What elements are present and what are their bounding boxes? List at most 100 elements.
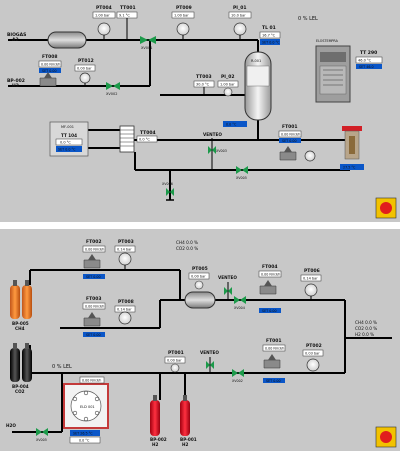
pt012-value-box: [74, 64, 96, 72]
xv001-bottom-valve-icon[interactable]: [206, 361, 210, 369]
pump-value-box: [79, 376, 105, 384]
oven-title: MF-001: [61, 125, 74, 129]
pt006-gauge-icon[interactable]: [304, 283, 318, 297]
biogas-tank: [47, 31, 87, 49]
xv003-valve-icon[interactable]: [208, 146, 212, 154]
xv006-valve-icon[interactable]: [166, 188, 170, 196]
xv002-label: XV002: [106, 92, 117, 96]
pi01-gauge-icon[interactable]: [233, 22, 247, 36]
pt002-tag: PT002: [306, 343, 322, 349]
ft001-bottom-tag: FT001: [266, 338, 282, 344]
ft002-flowmeter-icon[interactable]: [83, 259, 101, 269]
xv005-bottom-valve-icon[interactable]: [36, 428, 42, 436]
oven-tag: TT 104: [61, 133, 77, 138]
tt290-setpoint-box[interactable]: [356, 64, 382, 69]
tl01-setpoint-box[interactable]: [260, 39, 280, 45]
temperature-cabinet[interactable]: ELOSTEMPRA: [315, 39, 351, 103]
ft004-setpoint-box[interactable]: [259, 308, 281, 313]
pt012-gauge-icon[interactable]: [79, 72, 91, 84]
tt004-value: 0.0 °C: [139, 138, 150, 142]
co2-cylinders[interactable]: [10, 343, 32, 382]
pt003-tag: PT003: [118, 239, 134, 245]
ft004-setpoint: SET 0.00: [262, 309, 277, 313]
pt002-gauge-icon[interactable]: [306, 358, 320, 372]
mix-readout-left: CH4 0.0 % CO2 0.0 %: [176, 240, 198, 251]
boiler-setpoint-box[interactable]: [70, 430, 100, 436]
ft001-top-flowmeter-icon[interactable]: [279, 151, 297, 161]
xv001-valve-icon[interactable]: [140, 36, 148, 44]
pt009-value: 1.00 bar: [174, 14, 189, 18]
tl01-setpoint: SET 0.0 °C: [262, 41, 280, 45]
tl01-value-box: [259, 31, 281, 39]
heater-icon[interactable]: [342, 126, 362, 160]
ft008-value: 0.00 Nm3/h: [41, 63, 60, 67]
xv003-bottom-valve-icon[interactable]: [224, 287, 228, 295]
xv002-bottom-valve-icon[interactable]: [232, 369, 238, 377]
xv004-valve-icon[interactable]: [234, 296, 240, 304]
heat-exchanger-icon[interactable]: [119, 125, 135, 153]
ft002-setpoint-box[interactable]: [83, 274, 105, 279]
ch4-cylinders[interactable]: [10, 280, 32, 319]
bottom-pipes: [12, 269, 392, 433]
ft003-flowmeter-icon[interactable]: [83, 317, 101, 327]
xv005-valve-icon[interactable]: [236, 166, 242, 174]
oven-block[interactable]: MF-001 TT 104 0.0 °C SET 0.0 °C: [49, 121, 89, 157]
pi01-value-box: [228, 11, 252, 19]
ft003-setpoint-box[interactable]: [83, 332, 105, 337]
pt009-value-box: [171, 11, 195, 19]
boiler-setpoint: SET 26.5 °C: [73, 432, 93, 436]
bottom-lel-readout: 0 % LEL: [52, 364, 72, 370]
tl01-value: 16.7 °C: [262, 34, 276, 38]
top-emergency-stop-button[interactable]: [375, 197, 397, 219]
tt003-tag: TT003: [196, 74, 212, 80]
pi02-value: 1.00 bar: [220, 83, 235, 87]
steam-generator[interactable]: ELD 001: [63, 383, 109, 429]
ft008-setpoint-box[interactable]: [39, 68, 61, 73]
tt005-setpoint-box[interactable]: [223, 121, 247, 127]
tt005-gauge-icon[interactable]: [304, 150, 316, 162]
pt003-value: 0.14 bar: [117, 248, 132, 252]
readout-right-ch4: CH4 0.0 %: [355, 320, 377, 325]
tt290-value: 46.0 °C: [358, 59, 372, 63]
h2-cylinders[interactable]: [150, 395, 190, 436]
pt009-gauge-icon[interactable]: [176, 22, 190, 36]
top-lel-readout: 0 % LEL: [298, 16, 318, 22]
ft008-value-box: [38, 60, 62, 68]
reactor-vessel[interactable]: R-001: [244, 51, 272, 121]
xv002-bottom-label: XV002: [232, 379, 243, 383]
ft004-flowmeter-icon[interactable]: [259, 285, 277, 295]
pt008-gauge-icon[interactable]: [118, 311, 132, 325]
ft001-bottom-setpoint-box[interactable]: [263, 378, 285, 383]
pt002-value: 0.03 bar: [305, 352, 320, 356]
pt005-value: 0.00 bar: [191, 275, 206, 279]
pt005-value-box: [188, 272, 210, 280]
pt001-gauge-icon[interactable]: [170, 363, 180, 373]
pt012-tag: PT012: [78, 58, 94, 64]
oven-value: 0.0 °C: [60, 141, 71, 145]
pt003-gauge-icon[interactable]: [118, 252, 132, 266]
top-instruments: PT004 1.00 bar TT001 9.1 °C XV001 PT009 …: [38, 5, 281, 97]
pt004-value: 1.00 bar: [95, 14, 110, 18]
ft008-flowmeter-icon[interactable]: [39, 77, 57, 87]
ft001-top-setpoint-box[interactable]: [279, 138, 301, 143]
pi02-gauge-icon[interactable]: [223, 87, 233, 97]
ft001-top-value-box: [278, 130, 302, 138]
pt005-gauge-icon[interactable]: [194, 280, 204, 290]
bottom-emergency-stop-button[interactable]: [375, 426, 397, 448]
pt004-tag: PT004: [96, 5, 112, 11]
mixer-tank[interactable]: [184, 291, 216, 309]
xv002-valve-icon[interactable]: [106, 82, 113, 90]
water-inlet-label: H2O: [6, 423, 16, 428]
readout-right-h2: H2 0.0 %: [355, 332, 374, 337]
ft001-bottom-flowmeter-icon[interactable]: [263, 359, 281, 369]
oven-setpoint-box[interactable]: [56, 146, 82, 152]
pt004-gauge-icon[interactable]: [97, 22, 111, 36]
ft004-value-box: [258, 270, 282, 278]
tt290-value-box: [355, 56, 383, 64]
pi02-value-box: [217, 80, 239, 88]
heater-value: 27.5 °C: [343, 166, 356, 170]
ft001-bottom-value: 0.00 Nm3/h: [265, 347, 284, 351]
pt006-tag: PT006: [304, 268, 320, 274]
